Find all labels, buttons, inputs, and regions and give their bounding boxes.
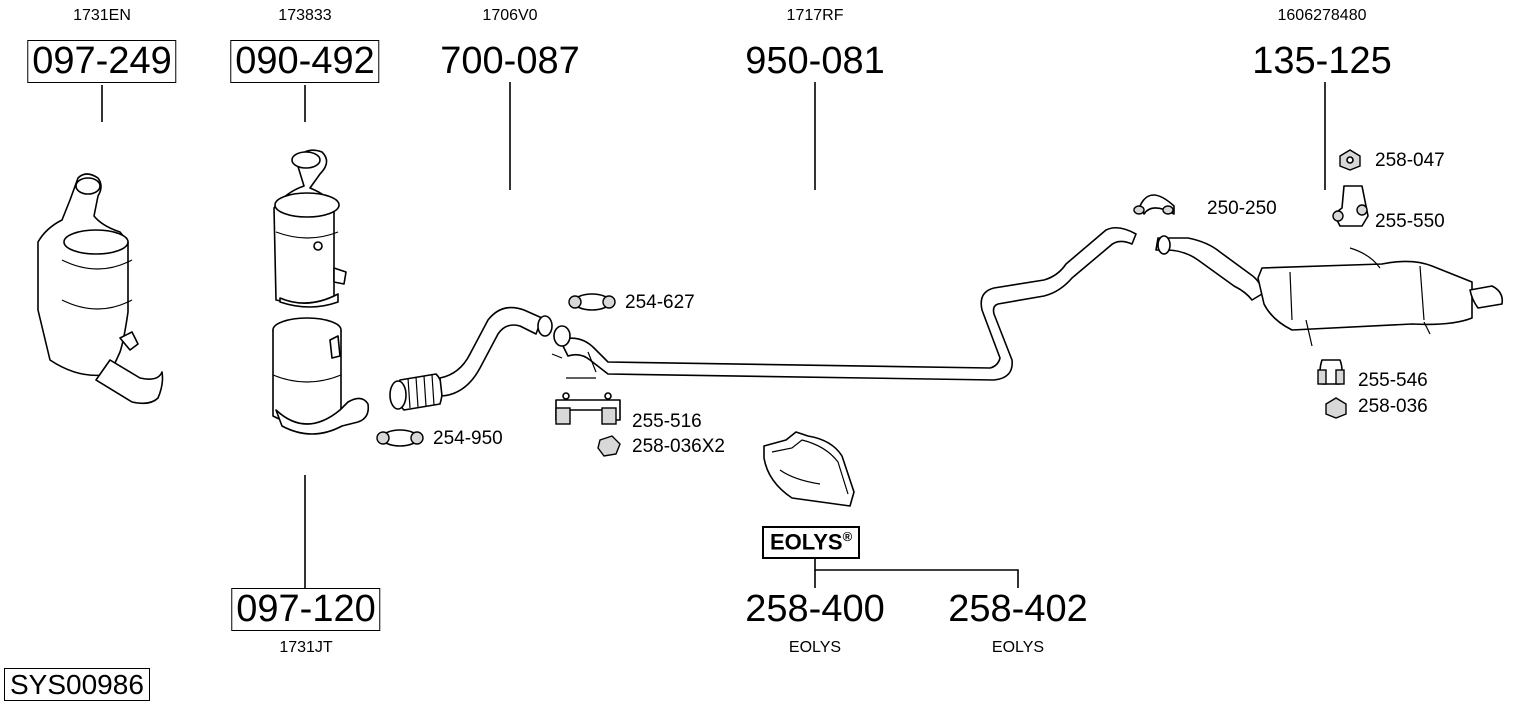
hanger-255-550-shape: [1332, 185, 1369, 227]
leader-lines: [101, 82, 1326, 588]
particulate-filter-090-492: [273, 149, 347, 308]
part-number-950-081[interactable]: 950-081: [745, 40, 885, 82]
registered-mark: ®: [842, 529, 853, 544]
eolys-logo: EOLYS®: [762, 526, 861, 559]
part-number-135-125[interactable]: 135-125: [1252, 40, 1392, 82]
clamp-254-950-shape: [376, 429, 424, 447]
fitting-254-627[interactable]: 254-627: [625, 292, 695, 313]
eolys-logo-text: EOLYS: [770, 529, 843, 555]
nut-258-047-shape: [1339, 149, 1361, 171]
fitting-255-550[interactable]: 255-550: [1375, 211, 1445, 232]
oem-code-950-081: 1717RF: [786, 7, 844, 24]
hanger-255-546-shape: [1317, 359, 1345, 385]
oem-code-258-402: EOLYS: [991, 639, 1045, 656]
fitting-250-250[interactable]: 250-250: [1207, 198, 1277, 219]
fitting-255-546[interactable]: 255-546: [1358, 370, 1428, 391]
oem-code-700-087: 1706V0: [482, 7, 538, 24]
center-pipe-950-081: [551, 226, 1137, 381]
oem-code-258-400: EOLYS: [788, 639, 842, 656]
nut-258-036x2-shape: [597, 435, 621, 457]
catalytic-converter-097-120: [272, 317, 370, 435]
fitting-255-516[interactable]: 255-516: [632, 411, 702, 432]
fitting-254-950[interactable]: 254-950: [433, 428, 503, 449]
fitting-258-047[interactable]: 258-047: [1375, 150, 1445, 171]
oem-code-135-125: 1606278480: [1277, 7, 1367, 24]
part-number-090-492[interactable]: 090-492: [230, 40, 380, 83]
part-number-700-087[interactable]: 700-087: [440, 40, 580, 82]
bracket-255-516-shape: [555, 392, 621, 425]
rear-silencer-135-125: [1155, 235, 1504, 347]
oem-code-090-492: 173833: [278, 7, 332, 24]
part-number-097-120[interactable]: 097-120: [231, 588, 381, 631]
fitting-258-036[interactable]: 258-036: [1358, 396, 1428, 417]
catalytic-converter-097-249: [37, 173, 164, 405]
oem-code-097-120: 1731JT: [279, 639, 333, 656]
fitting-258-036x2[interactable]: 258-036X2: [632, 436, 725, 457]
clamp-254-627-shape: [568, 293, 616, 311]
eolys-bag-258-400-shape: [763, 431, 855, 507]
flex-pipe-700-087: [389, 306, 553, 411]
nut-258-036-shape: [1325, 397, 1347, 419]
clamp-250-250-shape: [1133, 194, 1175, 215]
part-number-258-402[interactable]: 258-402: [948, 588, 1088, 630]
part-number-097-249[interactable]: 097-249: [27, 40, 177, 83]
oem-code-097-249: 1731EN: [73, 7, 131, 24]
diagram-code: SYS00986: [4, 668, 150, 701]
part-number-258-400[interactable]: 258-400: [745, 588, 885, 630]
